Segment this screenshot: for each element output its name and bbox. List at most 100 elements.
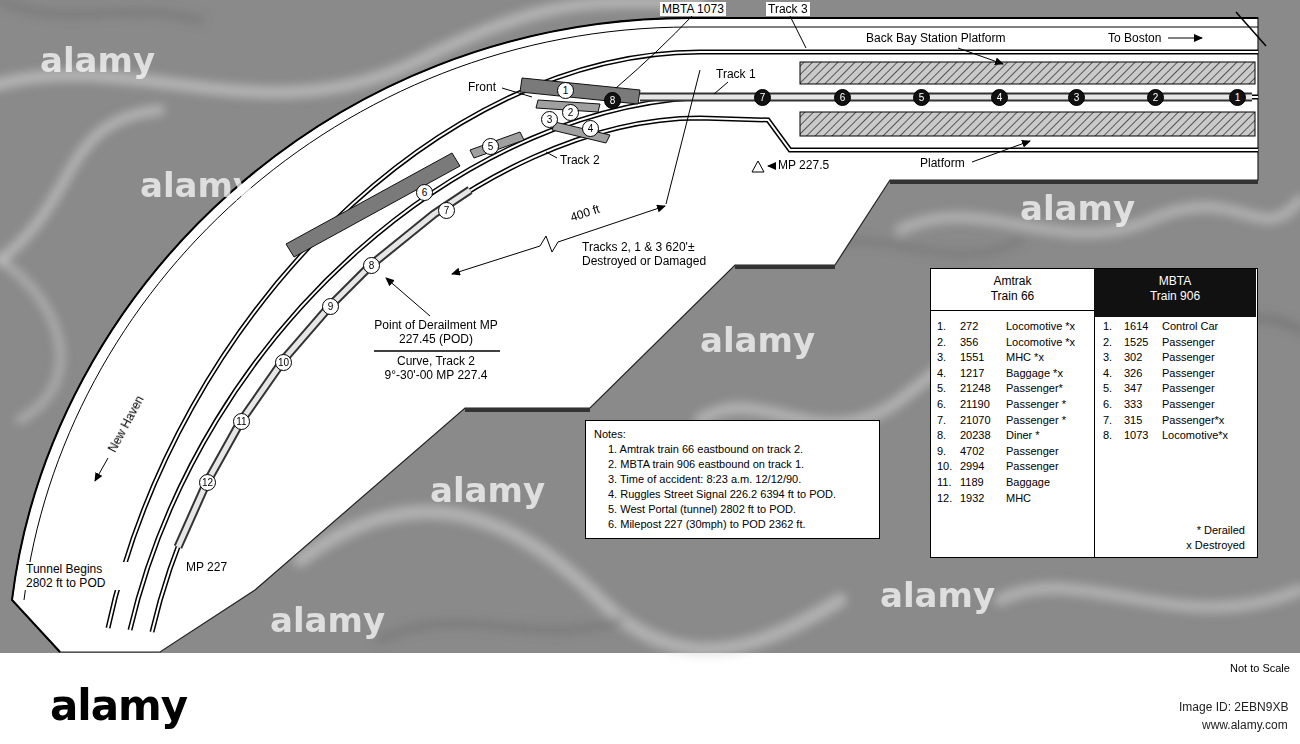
table-cell: 11. bbox=[937, 476, 951, 489]
tunnel-label: Tunnel Begins 2802 ft to POD bbox=[24, 562, 128, 590]
table-cell: Passenger bbox=[1006, 460, 1059, 473]
table-cell: Passenger * bbox=[1006, 398, 1066, 411]
table-cell: Diner * bbox=[1006, 429, 1040, 442]
watermark: alamy bbox=[1020, 188, 1135, 228]
callout-number: 6 bbox=[834, 89, 851, 106]
table-cell: Locomotive *x bbox=[1006, 320, 1075, 333]
note-item: 4. Ruggles Street Signal 226.2 6394 ft t… bbox=[594, 487, 869, 502]
table-cell: 3. bbox=[1103, 351, 1112, 364]
table-cell: Locomotive *x bbox=[1006, 336, 1075, 349]
callout-number: 9 bbox=[322, 298, 339, 315]
table-cell: 1614 bbox=[1124, 320, 1148, 333]
wrecked-cars bbox=[286, 78, 640, 257]
watermark: alamy bbox=[270, 600, 385, 640]
track-label: Track 3 bbox=[766, 2, 810, 16]
table-cell: Passenger* bbox=[1006, 382, 1063, 395]
track-label: Track 1 bbox=[716, 67, 756, 81]
table-cell: 326 bbox=[1124, 367, 1142, 380]
table-cell: 9. bbox=[937, 445, 946, 458]
callout-number: 3 bbox=[541, 111, 558, 128]
scale-note: Not to Scale bbox=[1230, 662, 1290, 675]
table-cell: 21070 bbox=[960, 414, 991, 427]
table-cell: 8. bbox=[937, 429, 946, 442]
table-cell: 2994 bbox=[960, 460, 984, 473]
table-cell: Baggage *x bbox=[1006, 367, 1063, 380]
callout-number: 2 bbox=[562, 104, 579, 121]
note-item: 3. Time of accident: 8:23 a.m. 12/12/90. bbox=[594, 472, 869, 487]
hdr-box: MBTA Train 906 bbox=[1094, 269, 1256, 317]
callout-number: 7 bbox=[438, 202, 455, 219]
table-footnote: * Derailed bbox=[1197, 524, 1245, 537]
table-cell: 7. bbox=[1103, 414, 1112, 427]
notes-heading: Notes: bbox=[594, 427, 869, 442]
table-cell: 21248 bbox=[960, 382, 991, 395]
table-cell: Passenger bbox=[1162, 382, 1215, 395]
callout-number: 5 bbox=[482, 138, 499, 155]
table-box: * Derailed x Destroyed Amtrak Train 66MBTA… bbox=[930, 268, 1258, 558]
table-cell: 333 bbox=[1124, 398, 1142, 411]
watermark: alamy bbox=[40, 40, 155, 80]
table-cell: 10. bbox=[937, 460, 952, 473]
site-outline bbox=[12, 18, 1258, 652]
platform-label: Platform bbox=[920, 156, 965, 170]
callout-number: 11 bbox=[233, 413, 250, 430]
callout-number: 6 bbox=[416, 184, 433, 201]
callout-number: 1 bbox=[557, 82, 574, 99]
table-cell: 4. bbox=[1103, 367, 1112, 380]
table-cell: 315 bbox=[1124, 414, 1142, 427]
table-cell: 1. bbox=[937, 320, 946, 333]
milepost-label: MP 227.5 bbox=[778, 158, 829, 172]
table-cell: 356 bbox=[960, 336, 978, 349]
callout-number: 12 bbox=[199, 474, 216, 491]
callout-number: 8 bbox=[363, 257, 380, 274]
table-cell: Passenger bbox=[1162, 336, 1215, 349]
table-cell: Control Car bbox=[1162, 320, 1218, 333]
milepost-label: MP 227 bbox=[186, 560, 227, 574]
image-id: Image ID: 2EBN9XB bbox=[1179, 700, 1288, 715]
station-platform bbox=[800, 112, 1255, 136]
table-cell: Locomotive*x bbox=[1162, 429, 1228, 442]
table-cell: 1073 bbox=[1124, 429, 1148, 442]
table-cell: 1551 bbox=[960, 351, 984, 364]
callout-number: 10 bbox=[275, 354, 292, 371]
callout-label: MBTA 1073 bbox=[660, 2, 726, 16]
edge-shadows bbox=[465, 182, 1258, 410]
table-cell: Passenger bbox=[1162, 398, 1215, 411]
table-cell: 302 bbox=[1124, 351, 1142, 364]
outer-wall bbox=[12, 18, 1258, 652]
table-cell: 2. bbox=[937, 336, 946, 349]
table-cell: 272 bbox=[960, 320, 978, 333]
note-item: 1. Amtrak train 66 eastbound on track 2. bbox=[594, 442, 869, 457]
hdr-box: Amtrak Train 66 bbox=[931, 269, 1094, 311]
table-cell: 1525 bbox=[1124, 336, 1148, 349]
callout-number: 3 bbox=[1068, 89, 1085, 106]
watermark: alamy bbox=[700, 320, 815, 360]
table-cell: MHC *x bbox=[1006, 351, 1044, 364]
table-cell: 20238 bbox=[960, 429, 991, 442]
notes-box: Notes:1. Amtrak train 66 eastbound on tr… bbox=[585, 420, 880, 539]
site-url: www.alamy.com bbox=[1202, 718, 1288, 733]
table-cell: 6. bbox=[937, 398, 946, 411]
logo-text: alamy bbox=[50, 682, 187, 730]
table-cell: Passenger*x bbox=[1162, 414, 1224, 427]
table-cell: 6. bbox=[1103, 398, 1112, 411]
table-cell: 4. bbox=[937, 367, 946, 380]
callout-number: 4 bbox=[991, 89, 1008, 106]
table-footnote: x Destroyed bbox=[1186, 539, 1245, 552]
table-cell: MHC bbox=[1006, 492, 1031, 505]
damage-label: Tracks 2, 1 & 3 620'± Destroyed or Damag… bbox=[582, 240, 732, 268]
direction-label: To Boston bbox=[1108, 31, 1161, 45]
table-cell: Passenger bbox=[1006, 445, 1059, 458]
derailment-label: Point of Derailment MP 227.45 (POD) bbox=[370, 318, 502, 346]
callout-number: 7 bbox=[754, 89, 771, 106]
callout-number: 5 bbox=[913, 89, 930, 106]
table-cell: 347 bbox=[1124, 382, 1142, 395]
table-cell: 3. bbox=[937, 351, 946, 364]
table-cell: Baggage bbox=[1006, 476, 1050, 489]
table-cell: 1932 bbox=[960, 492, 984, 505]
table-cell: 2. bbox=[1103, 336, 1112, 349]
note-item: 2. MBTA train 906 eastbound on track 1. bbox=[594, 457, 869, 472]
table-cell: 5. bbox=[1103, 382, 1112, 395]
